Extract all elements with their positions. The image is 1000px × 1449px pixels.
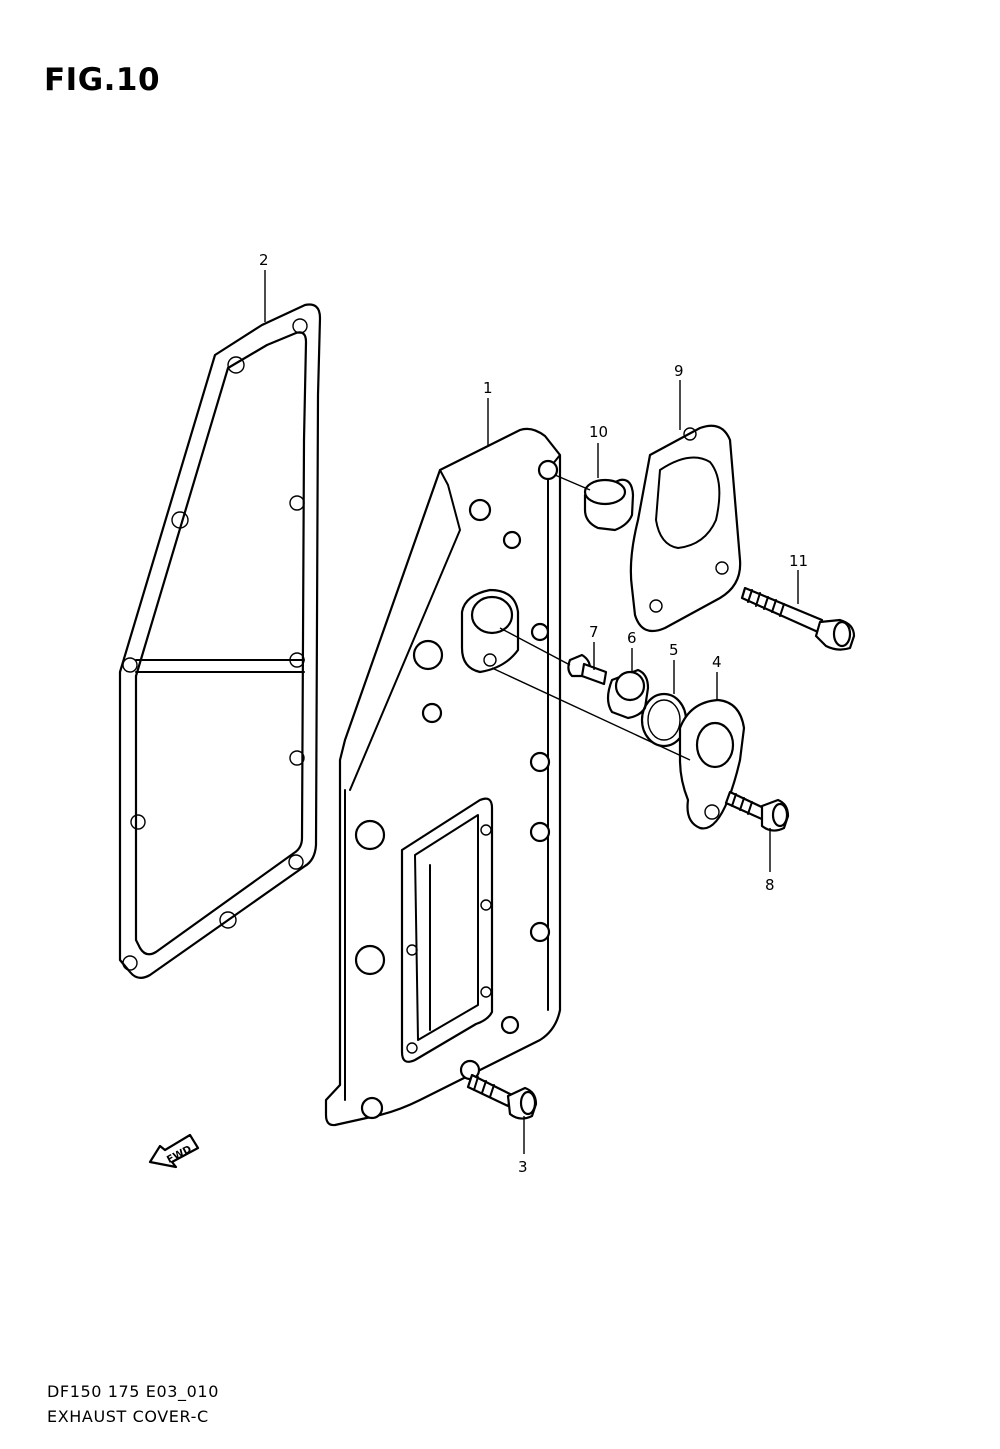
bolt-part-8 [724, 790, 790, 832]
plate-part-9 [629, 424, 742, 633]
exhaust-cover-part-1 [324, 427, 562, 1127]
callout-2: 2 [259, 251, 269, 269]
figure-title: FIG.10 [44, 62, 161, 98]
callout-7: 7 [589, 623, 599, 641]
bolt-part-11 [740, 586, 856, 651]
fwd-arrow-icon: FWD [148, 1133, 200, 1169]
callout-3: 3 [518, 1158, 528, 1176]
figure-name: EXHAUST COVER-C [47, 1407, 209, 1426]
callout-1: 1 [483, 379, 493, 397]
callout-10: 10 [589, 423, 608, 441]
grommet-part-10 [554, 474, 635, 532]
callout-11: 11 [789, 552, 808, 570]
callout-5: 5 [669, 641, 679, 659]
figure-code: DF150 175 E03_010 [47, 1382, 219, 1401]
bolt-part-7 [499, 627, 608, 686]
gasket-part-2 [118, 303, 322, 979]
callout-4: 4 [712, 653, 722, 671]
bolt-part-3 [466, 1073, 538, 1120]
collar-part-6 [606, 668, 650, 720]
callout-6: 6 [627, 629, 637, 647]
callout-8: 8 [765, 876, 775, 894]
callout-9: 9 [674, 362, 684, 380]
